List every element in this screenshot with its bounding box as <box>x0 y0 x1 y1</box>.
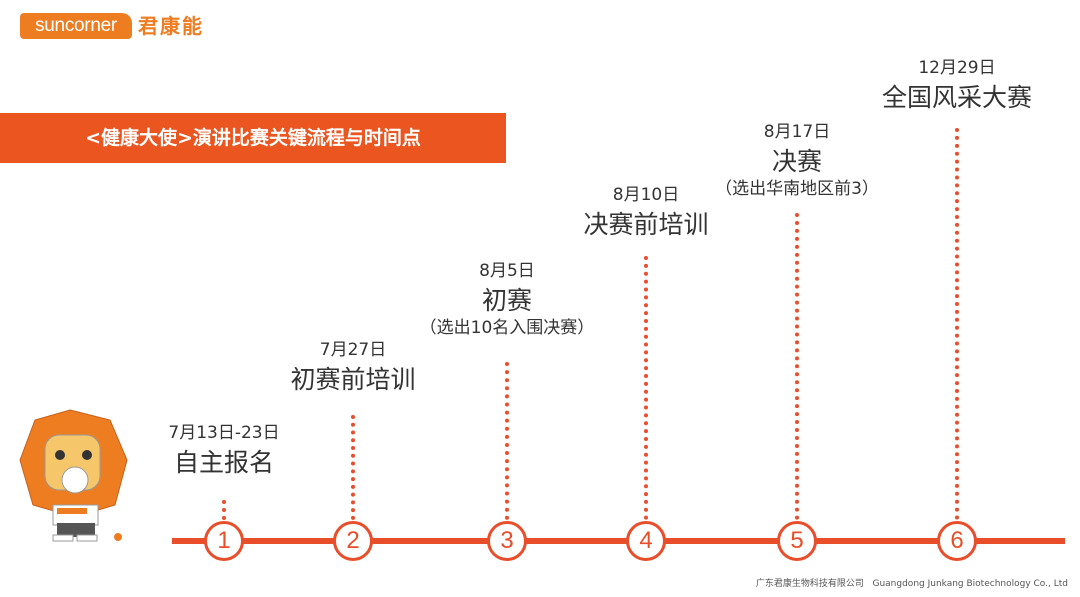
step-note: （选出华南地区前3） <box>715 179 879 199</box>
connector-4 <box>644 256 648 520</box>
step-title: 全国风采大赛 <box>881 83 1032 112</box>
step-title: 自主报名 <box>173 448 274 477</box>
connector-1 <box>222 500 226 520</box>
connector-3 <box>505 362 509 520</box>
step-title: 初赛前培训 <box>290 365 416 394</box>
step-date: 8月10日 <box>612 185 680 205</box>
connector-6 <box>955 128 959 520</box>
logo-chinese: 君康能 <box>138 14 204 38</box>
step-label-5: 8月17日 决赛 （选出华南地区前3） <box>647 122 947 200</box>
step-node-6: 6 <box>937 521 977 561</box>
step-label-3: 8月5日 初赛 （选出10名入围决赛） <box>357 261 657 339</box>
connector-2 <box>351 415 355 520</box>
step-date: 8月17日 <box>763 122 831 142</box>
step-date: 8月5日 <box>479 261 535 281</box>
step-node-2: 2 <box>333 521 373 561</box>
step-node-1: 1 <box>204 521 244 561</box>
step-date: 7月13日-23日 <box>168 423 280 443</box>
connector-5 <box>795 213 799 520</box>
step-date: 7月27日 <box>319 340 387 360</box>
footer-company-cn: 广东君康生物科技有限公司 <box>755 579 864 589</box>
step-label-6: 12月29日 全国风采大赛 <box>807 58 1080 114</box>
footer-company-en: Guangdong Junkang Biotechnology Co., Ltd <box>872 579 1068 589</box>
step-label-2: 7月27日 初赛前培训 <box>203 340 503 396</box>
logo-suncorner: suncorner <box>20 13 132 39</box>
banner-title: <健康大使>演讲比赛关键流程与时间点 <box>0 113 506 163</box>
step-date: 12月29日 <box>918 58 996 78</box>
step-title: 决赛前培训 <box>583 210 709 239</box>
step-label-4: 8月10日 决赛前培训 <box>496 185 796 241</box>
step-node-4: 4 <box>626 521 666 561</box>
step-title: 初赛 <box>481 286 532 315</box>
step-title: 决赛 <box>771 147 822 176</box>
timeline-axis <box>172 538 1065 544</box>
lion-mascot-icon <box>19 409 128 542</box>
step-node-5: 5 <box>777 521 817 561</box>
step-note: （选出10名入围决赛） <box>419 318 595 338</box>
footer: 广东君康生物科技有限公司 Guangdong Junkang Biotechno… <box>756 576 1068 589</box>
step-node-3: 3 <box>487 521 527 561</box>
step-label-1: 7月13日-23日 自主报名 <box>74 423 374 479</box>
